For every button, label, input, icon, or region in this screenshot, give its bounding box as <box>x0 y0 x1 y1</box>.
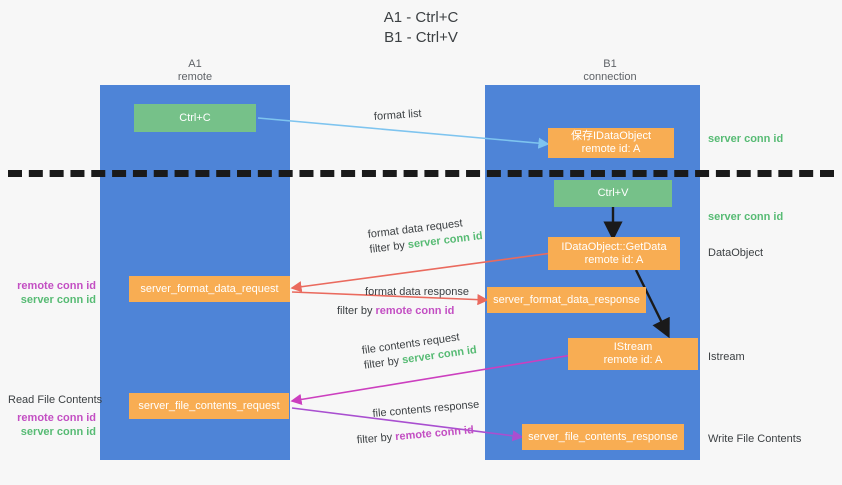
box-server-format-data-response[interactable]: server_format_data_response <box>487 287 646 313</box>
filter-prefix: filter by <box>363 354 404 372</box>
label-right-write-file-contents: Write File Contents <box>708 433 802 445</box>
box-ctrl-v-label: Ctrl+V <box>597 187 629 199</box>
box-idataobject-line2: remote id: A <box>581 143 641 155</box>
arrow-file-contents-request <box>290 354 573 405</box>
arrow-format-data-response <box>291 291 489 306</box>
box-server-format-data-request-label: server_format_data_request <box>140 282 279 295</box>
filter-value-remote-conn-id: remote conn id <box>375 305 455 317</box>
column-header-a1: A1 remote <box>135 58 255 84</box>
box-server-file-contents-response-label: server_file_contents_response <box>528 430 678 443</box>
box-ctrl-c-label: Ctrl+C <box>179 111 211 124</box>
box-server-format-data-request[interactable]: server_format_data_request <box>129 276 290 302</box>
label-right-server-conn-id-1: server conn id <box>708 133 784 145</box>
annotation-format-data-response-line2: filter by remote conn id <box>337 304 497 319</box>
box-istream-line2: remote id: A <box>603 354 663 366</box>
box-server-file-contents-request-label: server_file_contents_request <box>138 399 280 412</box>
box-server-file-contents-response[interactable]: server_file_contents_response <box>522 424 684 450</box>
dashed-divider <box>8 170 834 177</box>
box-istream-line1: IStream <box>613 341 653 353</box>
column-a1-name: A1 <box>188 58 202 70</box>
box-istream[interactable]: IStream remote id: A <box>568 338 698 370</box>
box-server-file-contents-request[interactable]: server_file_contents_request <box>129 393 289 419</box>
label-left-remote-conn-id-2: remote conn id <box>17 412 96 424</box>
annotation-format-list-label: format list <box>373 107 422 123</box>
arrow-file-contents-response <box>291 407 524 442</box>
label-group-left-conn-ids-1: remote conn id server conn id <box>8 279 96 307</box>
filter-prefix: filter by <box>368 239 409 256</box>
filter-prefix: filter by <box>337 305 376 317</box>
box-idataobject[interactable]: 保存IDataObject remote id: A <box>548 128 674 158</box>
label-group-left-conn-ids-2: remote conn id server conn id <box>8 411 96 439</box>
label-left-remote-conn-id-1: remote conn id <box>17 280 96 292</box>
box-ctrl-c[interactable]: Ctrl+C <box>134 104 256 132</box>
annotation-format-data-response: format data response filter by remote co… <box>337 285 497 319</box>
title-line-2: B1 - Ctrl+V <box>384 29 458 46</box>
box-idataobject-getdata[interactable]: IDataObject::GetData remote id: A <box>548 237 680 270</box>
title-line-1: A1 - Ctrl+C <box>383 9 459 26</box>
label-right-server-conn-id-2: server conn id <box>708 211 784 223</box>
box-getdata-line1: IDataObject::GetData <box>561 240 667 253</box>
page-title: A1 - Ctrl+C B1 - Ctrl+V <box>0 8 842 48</box>
box-idataobject-line1: 保存IDataObject <box>570 130 652 142</box>
column-b1-sub: connection <box>583 71 637 83</box>
box-getdata-line2: remote id: A <box>584 253 644 266</box>
box-server-format-data-response-label: server_format_data_response <box>493 293 640 306</box>
column-a1-sub: remote <box>177 71 213 83</box>
label-left-read-file-contents: Read File Contents <box>8 394 103 406</box>
arrow-format-list <box>257 117 550 149</box>
column-header-b1: B1 connection <box>545 58 675 84</box>
filter-prefix: filter by <box>356 431 396 447</box>
label-left-server-conn-id-1: server conn id <box>20 294 96 306</box>
label-right-istream: Istream <box>708 351 745 363</box>
arrow-getdata-to-istream <box>634 269 670 339</box>
annotation-format-data-response-line1: format data response <box>365 286 469 298</box>
label-left-server-conn-id-2: server conn id <box>20 426 96 438</box>
box-ctrl-v[interactable]: Ctrl+V <box>554 180 672 207</box>
label-right-dataobject: DataObject <box>708 247 764 259</box>
column-b1-name: B1 <box>603 58 617 70</box>
arrow-format-data-request <box>290 252 553 293</box>
